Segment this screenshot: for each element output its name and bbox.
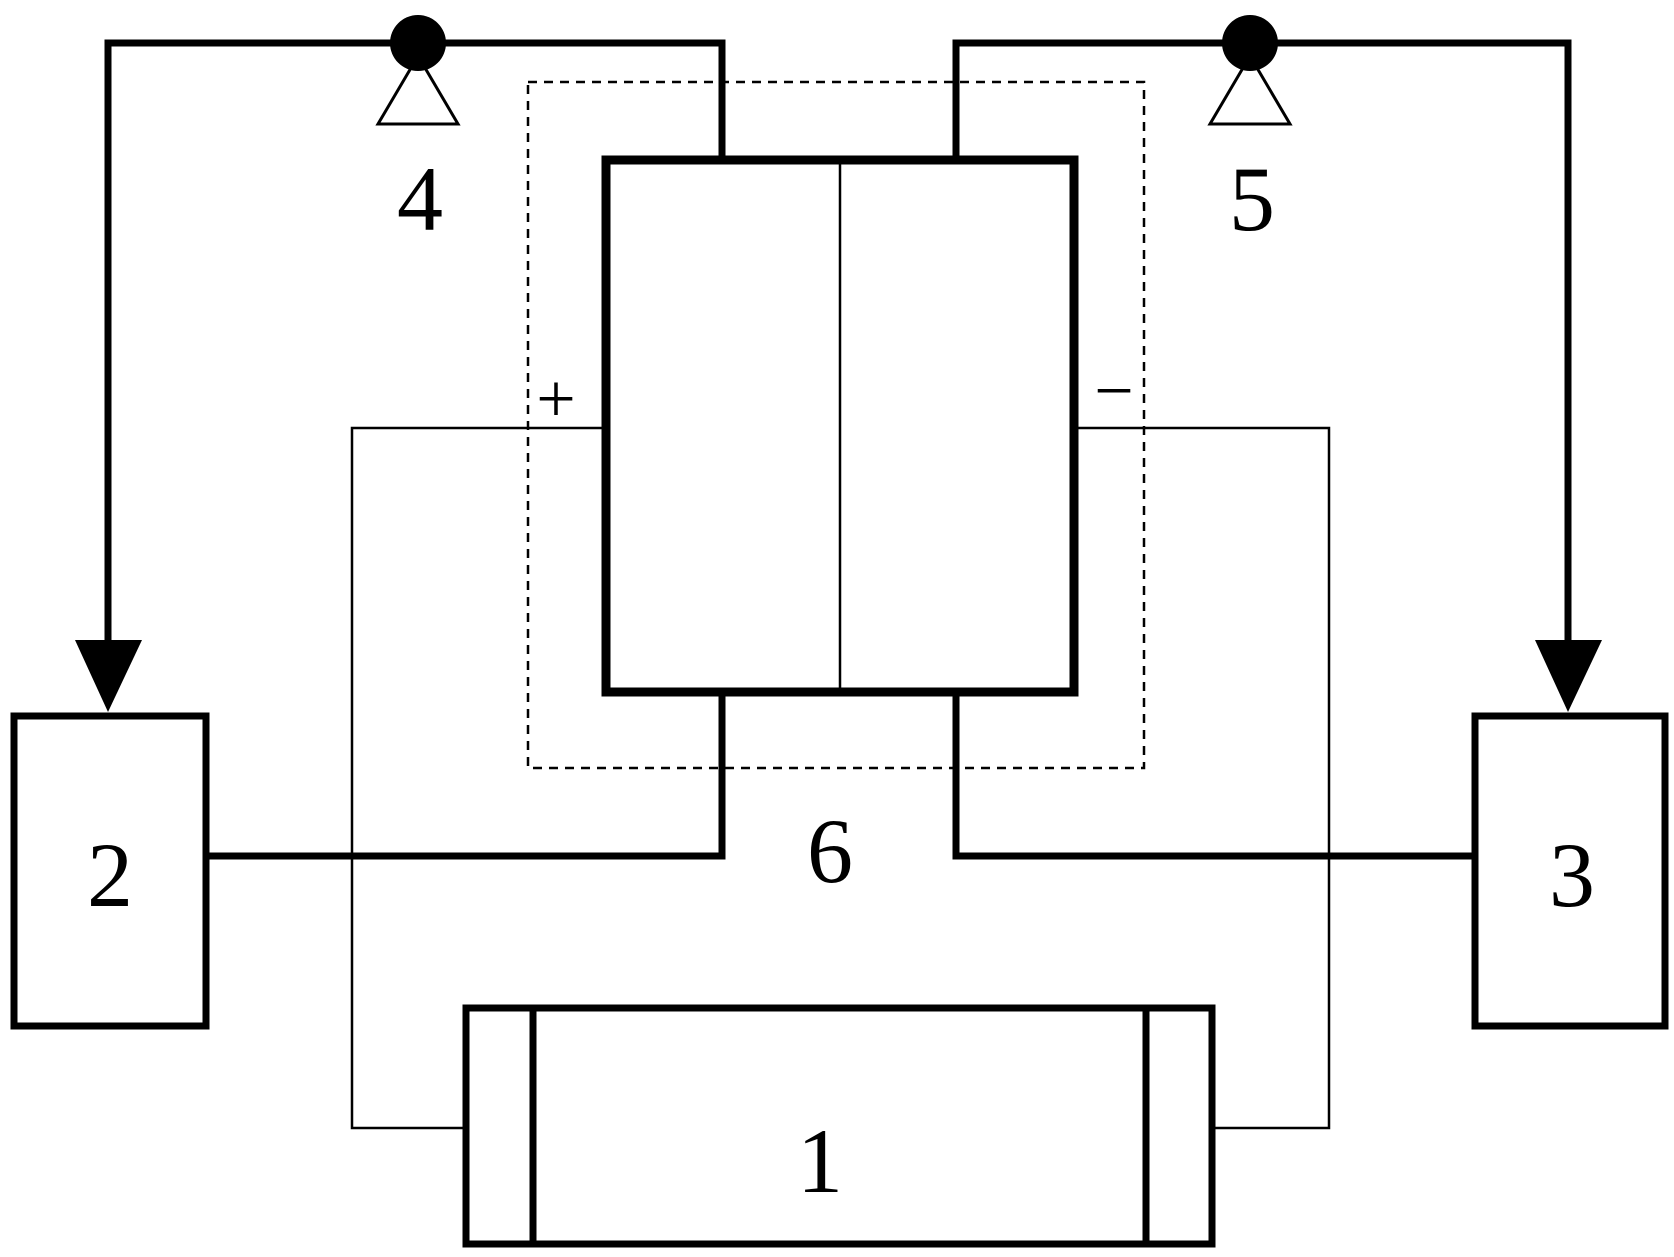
tank-2 [10, 712, 210, 1030]
label-cell: 6 [807, 800, 853, 902]
pipe-right-bottom [952, 688, 1474, 860]
label-positive: + [536, 361, 575, 438]
pipe-right-top [952, 39, 1572, 654]
label-pump-4: 4 [397, 148, 443, 250]
power-supply-1 [462, 1004, 1216, 1248]
pump-4-rotor-icon [390, 15, 446, 71]
arrow-into-tank-3 [1535, 640, 1602, 712]
label-power-supply: 1 [797, 1110, 843, 1212]
pipe-left-bottom [206, 688, 726, 860]
label-negative: − [1094, 353, 1133, 430]
wire-positive [350, 426, 602, 1130]
cell-enclosure-dashed [526, 80, 1146, 770]
label-pump-5: 5 [1229, 148, 1275, 250]
arrow-into-tank-2 [75, 640, 142, 712]
label-anode-tank: 2 [87, 824, 133, 926]
pump-5-rotor-icon [1222, 15, 1278, 71]
tank-3 [1471, 712, 1669, 1030]
pipe-left-top [104, 39, 726, 654]
pump-4-icon [375, 53, 461, 126]
wire-negative [1078, 426, 1331, 1130]
label-cathode-tank: 3 [1549, 824, 1595, 926]
pump-5-icon [1207, 53, 1293, 126]
